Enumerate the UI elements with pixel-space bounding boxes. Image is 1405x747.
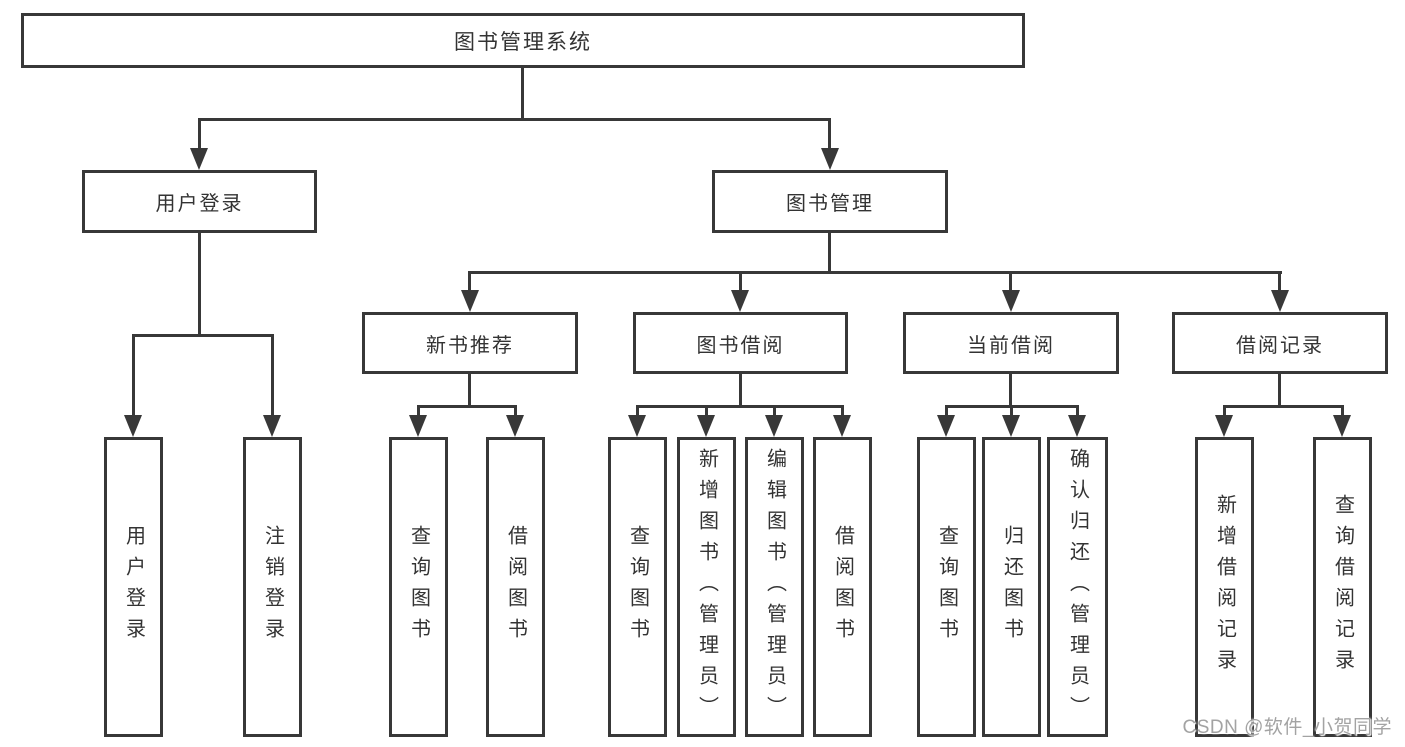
connector-hline [417,405,517,408]
leaf-records-add-record-label: 新增借阅记录 [1213,494,1236,680]
connector-vline [468,374,471,407]
leaf-borrow-query-books: 查询图书 [608,437,667,737]
connector-vline [1341,405,1344,418]
connector-hline [132,334,274,337]
connector-vline [271,334,274,416]
connector-vline [636,405,639,418]
leaf-borrow-edit-books-label: 编辑图书（管理员） [763,447,786,727]
connector-vline [1278,374,1281,407]
arrowhead-down [124,415,142,437]
leaf-user-login-label: 用户登录 [122,525,145,649]
leaf-recommend-borrow-books: 借阅图书 [486,437,545,737]
leaf-borrow-borrow-books: 借阅图书 [813,437,872,737]
leaf-logout: 注销登录 [243,437,302,737]
arrowhead-down [263,415,281,437]
arrowhead-down [409,415,427,437]
connector-vline [828,233,831,273]
leaf-borrow-add-books: 新增图书（管理员） [677,437,736,737]
arrowhead-down [1002,415,1020,437]
connector-vline [132,334,135,416]
node-book-management: 图书管理 [712,170,948,233]
node-book-borrow: 图书借阅 [633,312,848,374]
leaf-recommend-query-books: 查询图书 [389,437,448,737]
connector-hline [468,271,1282,274]
node-book-management-label: 图书管理 [786,193,874,215]
leaf-records-query-record-label: 查询借阅记录 [1331,494,1354,680]
arrowhead-down [937,415,955,437]
connector-vline [417,405,420,418]
node-root: 图书管理系统 [21,13,1025,68]
connector-vline [841,405,844,418]
node-user-login: 用户登录 [82,170,317,233]
node-borrow-records: 借阅记录 [1172,312,1388,374]
connector-vline [773,405,776,418]
connector-hline [636,405,844,408]
node-new-book-recommend-label: 新书推荐 [426,334,514,357]
connector-vline [1223,405,1226,418]
node-borrow-records-label: 借阅记录 [1236,334,1324,357]
connector-vline [1009,374,1012,407]
leaf-records-query-record: 查询借阅记录 [1313,437,1372,737]
connector-vline [1278,271,1281,293]
connector-vline [198,233,201,336]
connector-vline [1076,405,1079,418]
connector-hline [198,118,831,121]
arrowhead-down [1002,290,1020,312]
connector-hline [1223,405,1344,408]
connector-vline [945,405,948,418]
arrowhead-down [1068,415,1086,437]
leaf-borrow-query-books-label: 查询图书 [626,525,649,649]
leaf-records-add-record: 新增借阅记录 [1195,437,1254,737]
leaf-recommend-borrow-books-label: 借阅图书 [504,525,527,649]
leaf-current-query-books-label: 查询图书 [935,525,958,649]
leaf-logout-label: 注销登录 [261,525,284,649]
arrowhead-down [731,290,749,312]
connector-vline [828,118,831,153]
connector-vline [739,271,742,293]
arrowhead-down [1271,290,1289,312]
leaf-user-login: 用户登录 [104,437,163,737]
leaf-borrow-add-books-label: 新增图书（管理员） [695,447,718,727]
arrowhead-down [1333,415,1351,437]
connector-vline [514,405,517,418]
leaf-current-query-books: 查询图书 [917,437,976,737]
arrowhead-down [821,148,839,170]
connector-vline [705,405,708,418]
leaf-current-confirm-return: 确认归还（管理员） [1047,437,1108,737]
connector-vline [468,271,471,293]
arrowhead-down [628,415,646,437]
arrowhead-down [461,290,479,312]
leaf-current-confirm-return-label: 确认归还（管理员） [1066,447,1089,727]
node-book-borrow-label: 图书借阅 [696,334,785,357]
arrowhead-down [833,415,851,437]
leaf-borrow-edit-books: 编辑图书（管理员） [745,437,804,737]
connector-vline [521,68,524,120]
arrowhead-down [506,415,524,437]
connector-vline [739,374,742,407]
node-user-login-label: 用户登录 [155,193,244,215]
node-root-label: 图书管理系统 [454,30,592,54]
connector-vline [1010,405,1013,418]
csdn-watermark: CSDN @软件_小贺同学 [1182,717,1392,738]
arrowhead-down [1215,415,1233,437]
node-new-book-recommend: 新书推荐 [362,312,578,374]
leaf-current-return-books: 归还图书 [982,437,1041,737]
arrowhead-down [190,148,208,170]
node-current-borrow-label: 当前借阅 [967,334,1055,357]
connector-vline [1009,271,1012,293]
arrowhead-down [765,415,783,437]
leaf-borrow-borrow-books-label: 借阅图书 [831,525,854,649]
leaf-current-return-books-label: 归还图书 [1000,525,1023,649]
connector-vline [198,118,201,153]
leaf-recommend-query-books-label: 查询图书 [407,525,430,649]
node-current-borrow: 当前借阅 [903,312,1119,374]
arrowhead-down [697,415,715,437]
